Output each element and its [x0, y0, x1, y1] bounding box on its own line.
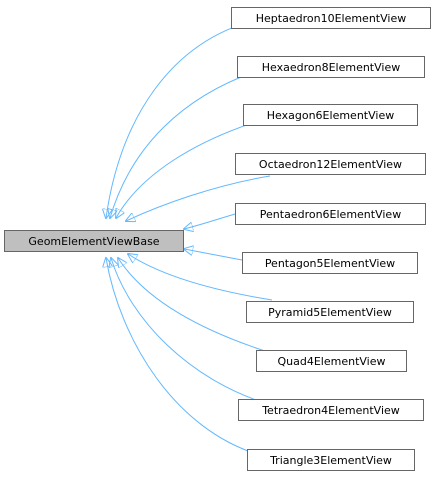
node-label: Heptaedron10ElementView	[255, 11, 407, 25]
edge-tetraedron4	[111, 258, 269, 405]
node-label: Tetraedron4ElementView	[262, 403, 400, 417]
node-quad4-element-view[interactable]: Quad4ElementView	[256, 350, 407, 372]
edge-octaedron12	[126, 175, 271, 221]
node-geom-element-view-base[interactable]: GeomElementViewBase	[4, 230, 184, 252]
node-label: Hexaedron8ElementView	[261, 60, 401, 74]
node-label: Pentagon5ElementView	[264, 256, 396, 270]
node-heptaedron10-element-view[interactable]: Heptaedron10ElementView	[231, 7, 431, 29]
node-label: Pyramid5ElementView	[268, 305, 392, 319]
edge-triangle3	[106, 258, 261, 456]
node-label: GeomElementViewBase	[28, 234, 160, 248]
node-label: Quad4ElementView	[277, 354, 386, 368]
edge-pyramid5	[128, 254, 273, 301]
node-label: Triangle3ElementView	[270, 453, 392, 467]
node-triangle3-element-view[interactable]: Triangle3ElementView	[247, 449, 415, 471]
edge-pentaedron6	[184, 213, 236, 229]
edge-heptaedron10	[106, 18, 261, 218]
node-label: Hexagon6ElementView	[266, 108, 395, 122]
node-label: Pentaedron6ElementView	[259, 207, 402, 221]
edge-hexagon6	[116, 117, 269, 218]
node-tetraedron4-element-view[interactable]: Tetraedron4ElementView	[238, 399, 424, 421]
node-octaedron12-element-view[interactable]: Octaedron12ElementView	[235, 153, 426, 175]
node-hexagon6-element-view[interactable]: Hexagon6ElementView	[243, 104, 418, 126]
node-pyramid5-element-view[interactable]: Pyramid5ElementView	[246, 301, 414, 323]
edge-pentagon5	[184, 249, 243, 261]
node-pentagon5-element-view[interactable]: Pentagon5ElementView	[242, 252, 418, 274]
edge-hexaedron8	[110, 67, 267, 218]
node-pentaedron6-element-view[interactable]: Pentaedron6ElementView	[235, 203, 426, 225]
edge-quad4	[118, 258, 269, 353]
node-label: Octaedron12ElementView	[258, 157, 403, 171]
node-hexaedron8-element-view[interactable]: Hexaedron8ElementView	[237, 56, 425, 78]
